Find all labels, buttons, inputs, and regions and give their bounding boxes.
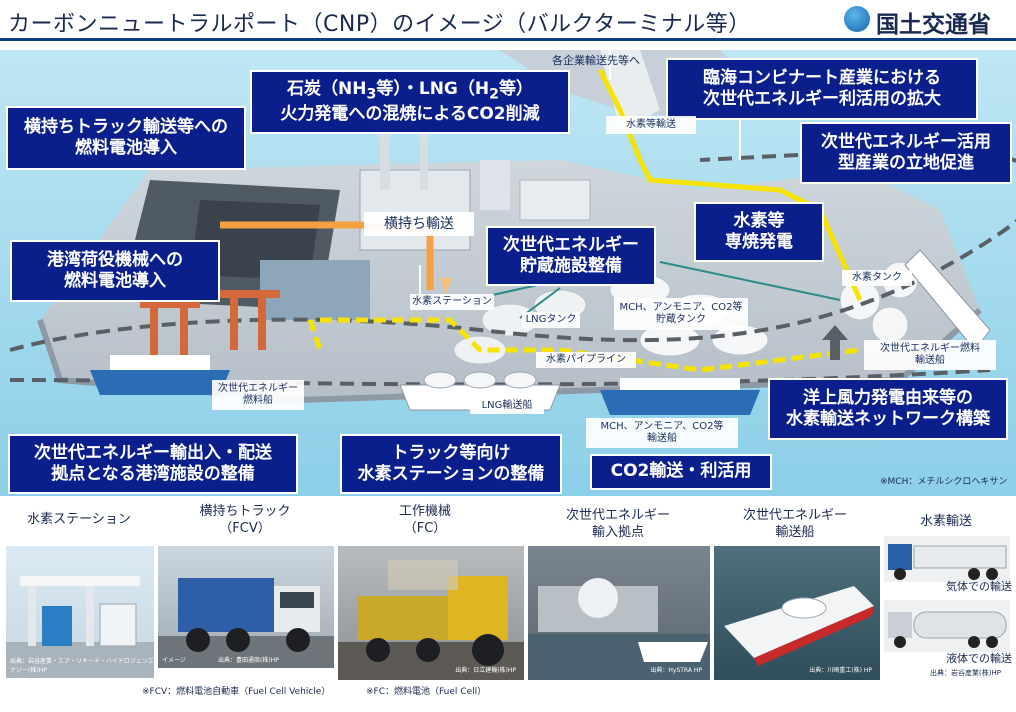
port-illustration: 横持ちトラック輸送等への 燃料電池導入 石炭（NH3等）・LNG（H2等） 火力… [0, 50, 1016, 496]
label-h2-pipeline: 水素パイプライン [536, 352, 636, 368]
ship-mch [600, 378, 760, 415]
co-firing-line2: 火力発電への混焼によるCO2削減 [280, 104, 539, 125]
gas-transport-label: 気体での輸送 [922, 580, 1012, 594]
header-rule [0, 38, 1016, 41]
ship-next-gen-fuel-left [90, 355, 230, 395]
label-pipeline-transport: 水素等輸送 [606, 116, 696, 134]
page-title: カーボンニュートラルポート（CNP）のイメージ（バルクターミナル等） [8, 6, 751, 38]
photo-import-base: 出典：HySTRA HP [528, 546, 710, 680]
footnote-fcv: ※FCV：燃料電池自動車（Fuel Cell Vehicle） [142, 684, 330, 697]
callout-hydrogen-power: 水素等 専焼発電 [694, 202, 824, 262]
co-firing-line1: 石炭（NH3等）・LNG（H2等） [287, 79, 533, 104]
power-plant [360, 170, 470, 250]
photo-title-machinery: 工作機械 （FC） [340, 504, 510, 538]
footnote-fc: ※FC：燃料電池（Fuel Cell） [366, 684, 486, 697]
gas-trailer-picture [884, 536, 1010, 582]
photo-liquid-transport [884, 600, 1010, 652]
credit-machinery: 出典：日立建機(株)HP [455, 665, 516, 674]
photo-gas-transport [884, 536, 1010, 582]
label-yokomochi: 横持ち輸送 [364, 212, 474, 236]
callout-storage-facility: 次世代エネルギー 貯蔵施設整備 [486, 226, 656, 286]
callout-co2: CO2輸送・利活用 [590, 454, 772, 490]
mch-footnote: ※MCH：メチルシクロヘキサン [880, 474, 1007, 487]
photo-title-transport-ship: 次世代エネルギー 輸送船 [710, 508, 880, 542]
callout-cargo-machinery: 港湾荷役機械への 燃料電池導入 [10, 240, 220, 302]
photo-transport-ship: 出典：川崎重工(株) HP [714, 546, 880, 680]
photo-title-import-base: 次世代エネルギー 輸入拠点 [530, 508, 706, 542]
label-company-transport: 各企業輸送先等へ [552, 52, 640, 68]
ministry-logo: 国土交通省 [844, 4, 1010, 34]
import-base-picture [528, 546, 710, 680]
callout-industry-location: 次世代エネルギー活用 型産業の立地促進 [800, 122, 1012, 184]
fcv-truck-picture [158, 546, 334, 668]
liquid-trailer-picture [884, 600, 1010, 652]
photo-title-h2-transport: 水素輸送 [886, 514, 1006, 531]
photo-h2-station: 出典：岩谷産業・エア・リキード・ハイドロジェンエナジー(株)HP [6, 546, 154, 678]
credit-import-base: 出典：HySTRA HP [650, 665, 702, 674]
label-lng-ship: LNG輸送船 [470, 398, 544, 414]
credit-h2-station: 出典：岩谷産業・エア・リキード・ハイドロジェンエナジー(株)HP [10, 656, 154, 674]
callout-rinkai-combinat: 臨海コンビナート産業における 次世代エネルギー利活用の拡大 [666, 58, 978, 120]
label-mch-tank: MCH、アンモニア、CO2等 貯蔵タンク [614, 298, 748, 330]
callout-hydrogen-network: 洋上風力発電由来等の 水素輸送ネットワーク構築 [768, 378, 1008, 440]
label-next-gen-ship-left: 次世代エネルギー 燃料船 [212, 380, 304, 410]
photo-title-h2-station: 水素ステーション [14, 512, 144, 529]
transport-ship-picture [714, 546, 880, 680]
label-next-gen-fuel-ship-right: 次世代エネルギー燃料 輸送船 [864, 340, 996, 370]
label-h2-tank: 水素タンク [842, 270, 912, 286]
callout-hydrogen-station: トラック等向け 水素ステーションの整備 [340, 434, 562, 494]
callout-port-facility: 次世代エネルギー輸出入・配送 拠点となる港湾施設の整備 [8, 434, 298, 494]
credit-transport-ship: 出典：川崎重工(株) HP [809, 665, 872, 674]
photo-fcv-truck: イメージ 出典：豊田通商(株)HP [158, 546, 334, 668]
callout-co-firing: 石炭（NH3等）・LNG（H2等） 火力発電への混焼によるCO2削減 [250, 70, 570, 134]
machinery-picture [338, 546, 524, 680]
image-tag: イメージ [162, 655, 186, 664]
mlit-emblem-icon [844, 6, 870, 32]
liquid-transport-label: 液体での輸送 [922, 652, 1012, 666]
ministry-name: 国土交通省 [876, 5, 991, 39]
label-mch-ship: MCH、アンモニア、CO2等 輸送船 [586, 418, 738, 448]
callout-truck-fuel-cell: 横持ちトラック輸送等への 燃料電池導入 [6, 106, 246, 170]
label-h2-station: 水素ステーション [410, 294, 494, 310]
photo-title-fcv-truck: 横持ちトラック （FCV） [170, 504, 320, 538]
label-lng-tank: LNGタンク [522, 312, 580, 328]
credit-h2-transport: 出典：岩谷産業(株)HP [930, 668, 1001, 678]
photo-machinery: 出典：日立建機(株)HP [338, 546, 524, 680]
credit-fcv-truck: 出典：豊田通商(株)HP [218, 655, 279, 664]
